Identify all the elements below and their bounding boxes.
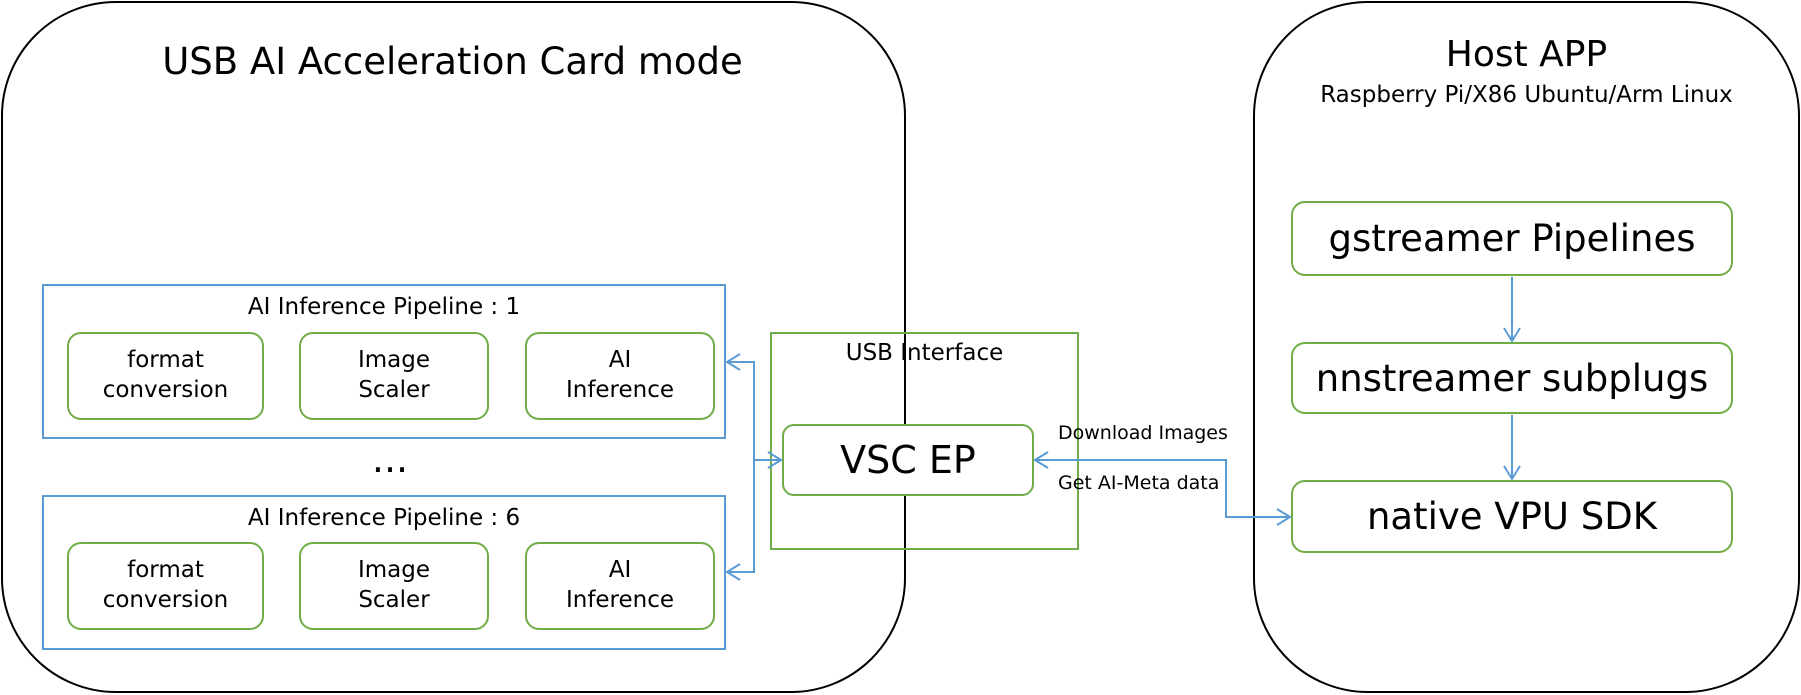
host-app-title: Host APP — [1445, 34, 1608, 75]
gstreamer-pipelines-block: gstreamer Pipelines — [1291, 201, 1733, 276]
pipeline-1-ai-inference: AI Inference — [525, 332, 715, 420]
pipeline-6-image-scaler: Image Scaler — [299, 542, 489, 630]
arrowhead-nnstreamer — [1503, 327, 1521, 343]
arrowhead-pipeline-1 — [725, 353, 741, 371]
pipeline-6-title: AI Inference Pipeline : 6 — [247, 505, 521, 531]
pipeline-bus-line — [727, 361, 755, 573]
card-title: USB AI Acceleration Card mode — [162, 40, 743, 83]
vsc-to-sdk-line — [1035, 459, 1290, 518]
native-vpu-sdk-block: native VPU SDK — [1291, 480, 1733, 553]
arrowhead-pipeline-6 — [725, 563, 741, 581]
inference-pipeline-1 — [42, 284, 726, 439]
vsc-endpoint: VSC EP — [782, 424, 1034, 496]
pipeline-ellipsis: ... — [371, 437, 409, 481]
pipeline-6-ai-inference: AI Inference — [525, 542, 715, 630]
inference-pipeline-6 — [42, 495, 726, 650]
pipeline-6-format-conversion: format conversion — [67, 542, 264, 630]
usb-interface — [770, 332, 1079, 550]
arrowhead-sdk-top — [1503, 465, 1521, 481]
arrowhead-vsc-right — [1033, 451, 1049, 469]
get-ai-meta-data-label: Get AI-Meta data — [1058, 472, 1220, 494]
pipeline-1-title: AI Inference Pipeline : 1 — [247, 294, 521, 320]
usb-interface-title: USB Interface — [845, 340, 1004, 366]
arrowhead-vsc-left — [767, 451, 783, 469]
pipeline-1-format-conversion: format conversion — [67, 332, 264, 420]
pipeline-1-image-scaler: Image Scaler — [299, 332, 489, 420]
host-app-subtitle: Raspberry Pi/X86 Ubuntu/Arm Linux — [1320, 82, 1733, 108]
download-images-label: Download Images — [1058, 422, 1228, 444]
nnstreamer-subplugs-block: nnstreamer subplugs — [1291, 342, 1733, 414]
arrowhead-sdk — [1276, 508, 1292, 526]
